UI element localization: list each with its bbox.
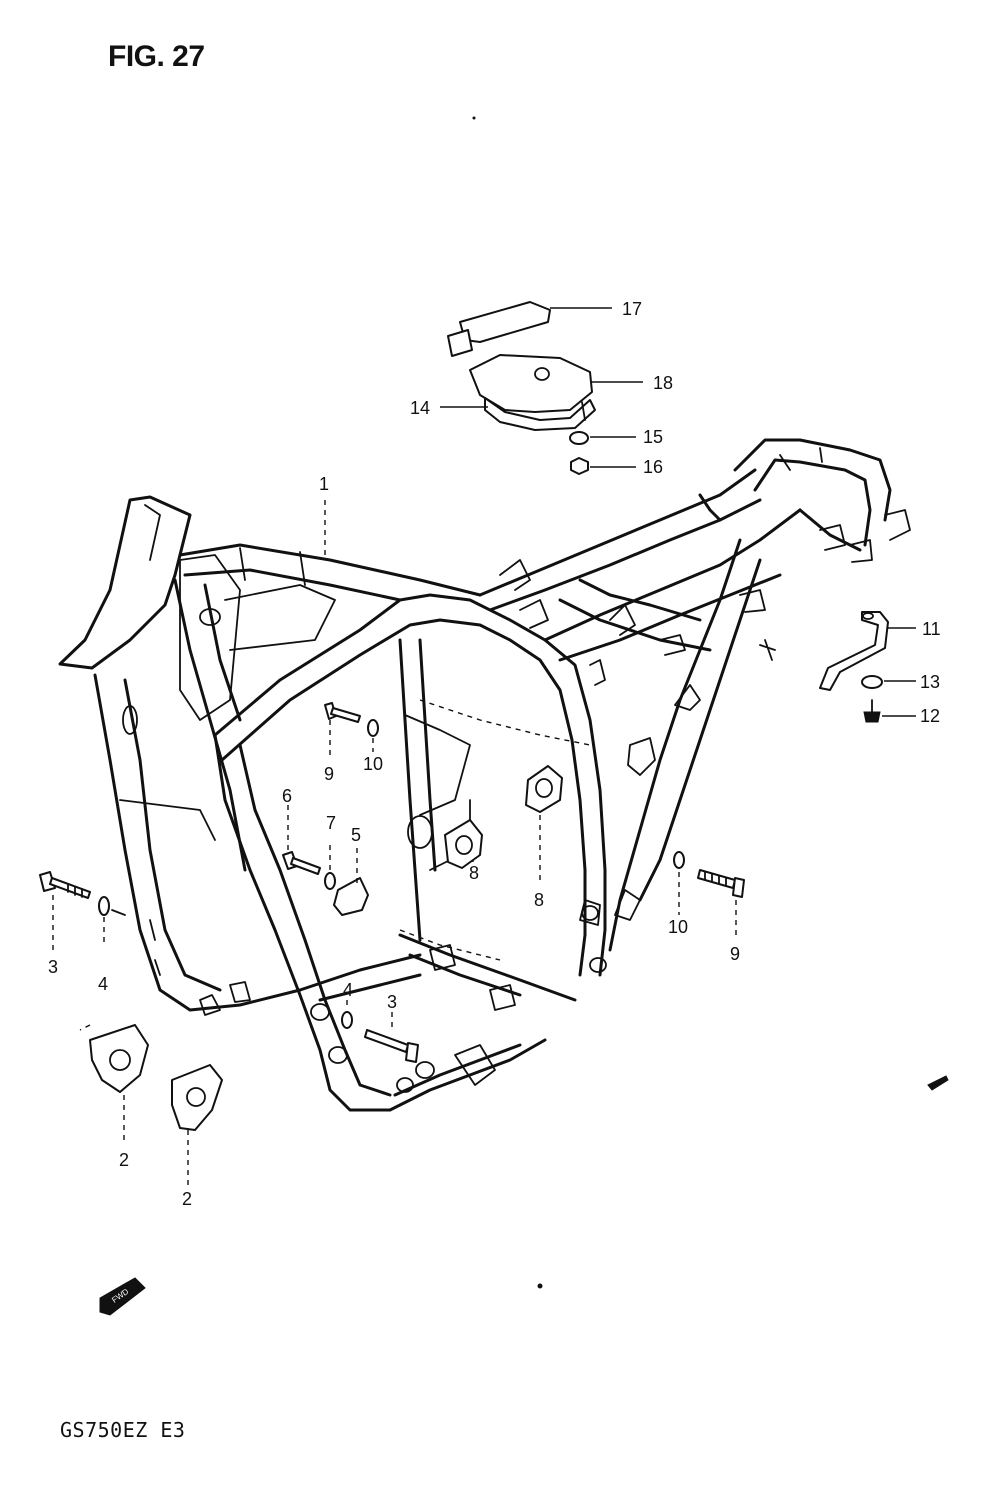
part-7-washer [324, 872, 336, 890]
stray-mark [927, 1075, 949, 1091]
part-8-plate-right [525, 765, 563, 813]
front-direction-arrow: FWD [99, 1277, 146, 1316]
part-14-bracket [484, 397, 596, 431]
part-10-washer-upper [367, 719, 379, 737]
figure-title: FIG. 27 [108, 40, 205, 73]
part-15-washer [569, 431, 589, 445]
callout-17: 17 [622, 299, 642, 319]
callout-3-center: 3 [387, 992, 397, 1012]
callout-4-left: 4 [98, 974, 108, 994]
callout-10-upper: 10 [363, 754, 383, 774]
callout-13: 13 [920, 672, 940, 692]
callout-10-lower: 10 [668, 917, 688, 937]
callout-2-right: 2 [182, 1189, 192, 1209]
part-9-bolt-upper [324, 702, 361, 723]
callout-5: 5 [351, 825, 361, 845]
stray-dot-top [472, 116, 476, 120]
part-4-washer-center [341, 1011, 353, 1029]
part-6-bolt [282, 851, 321, 875]
callout-9-lower: 9 [730, 944, 740, 964]
part-12-bolt [863, 699, 881, 723]
callout-labels: 17 18 14 15 16 1 11 13 12 9 10 6 7 5 8 8… [48, 299, 941, 1209]
part-9-bolt-lower [697, 869, 745, 898]
stray-dot [537, 1283, 543, 1289]
callout-1: 1 [319, 474, 329, 494]
part-17-strap [447, 301, 551, 357]
part-11-stay [819, 611, 889, 691]
callout-8-right: 8 [534, 890, 544, 910]
rear-bolt [759, 639, 776, 661]
part-4-washer-left [98, 896, 110, 916]
part-13-washer [861, 675, 883, 689]
part-3-bolt-center [364, 1029, 419, 1063]
part-3-bolt-left [39, 871, 91, 899]
part-5-plate [333, 877, 369, 916]
callout-2-left: 2 [119, 1150, 129, 1170]
callout-11: 11 [922, 619, 941, 639]
main-frame [58, 438, 911, 1112]
part-10-washer-lower [673, 851, 685, 869]
part-16-nut [570, 457, 589, 475]
callout-16: 16 [643, 457, 663, 477]
part-2-plate-right [171, 1064, 223, 1131]
callout-15: 15 [643, 427, 663, 447]
callout-6: 6 [282, 786, 292, 806]
callout-3-left: 3 [48, 957, 58, 977]
callout-7: 7 [326, 813, 336, 833]
model-code: GS750EZ E3 [60, 1418, 186, 1442]
callout-9-upper: 9 [324, 764, 334, 784]
callout-14: 14 [410, 398, 430, 418]
callout-8-left: 8 [469, 863, 479, 883]
callout-18: 18 [653, 373, 673, 393]
callout-12: 12 [920, 706, 940, 726]
part-2-plate-left [89, 1024, 149, 1093]
part-8-plate-left [444, 819, 483, 869]
leader-lines [52, 307, 916, 1185]
callout-4-center: 4 [343, 980, 353, 1000]
